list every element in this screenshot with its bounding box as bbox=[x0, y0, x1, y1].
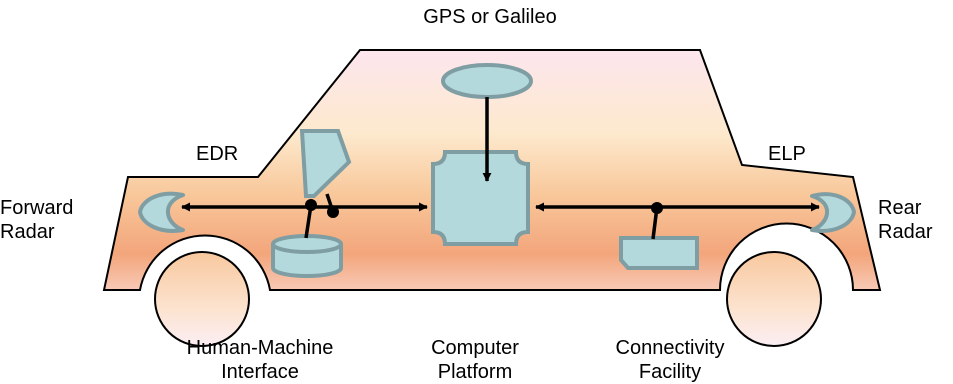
forward-radar-line-1: Forward bbox=[0, 197, 74, 219]
rear-radar-line-2: Radar bbox=[878, 221, 933, 243]
rear-radar-label: Rear Radar bbox=[878, 196, 953, 244]
computer-line-2: Platform bbox=[437, 361, 513, 383]
gps-antenna-icon bbox=[441, 63, 533, 99]
computer-line-1: Computer bbox=[431, 337, 519, 359]
hmi-line-1: Human-Machine bbox=[186, 337, 334, 359]
gps-label: GPS or Galileo bbox=[423, 6, 557, 28]
forward-radar-icon bbox=[138, 191, 185, 233]
connectivity-device-icon bbox=[619, 236, 699, 270]
edr-recorder-shape bbox=[299, 129, 352, 198]
edr-label: EDR bbox=[196, 143, 239, 165]
forward-radar-line-2: Radar bbox=[0, 221, 55, 243]
connectivity-junction-dot bbox=[651, 202, 663, 214]
hmi-line-2: Interface bbox=[221, 361, 299, 383]
forward-radar-label: Forward Radar bbox=[0, 196, 100, 244]
hmi-junction-dot bbox=[305, 199, 317, 211]
computer-platform-label: Computer Platform bbox=[410, 336, 540, 384]
connectivity-line-1: Connectivity bbox=[615, 337, 725, 359]
rear-radar-icon bbox=[810, 192, 856, 233]
elp-label: ELP bbox=[768, 143, 806, 165]
rear-wheel bbox=[726, 251, 822, 347]
connectivity-line-2: Facility bbox=[638, 361, 702, 383]
rear-radar-line-1: Rear bbox=[878, 197, 922, 219]
computer-platform-box bbox=[431, 150, 530, 246]
hmi-cylinder-icon bbox=[271, 234, 343, 278]
connectivity-facility-label: Connectivity Facility bbox=[600, 336, 740, 384]
hmi-label: Human-Machine Interface bbox=[170, 336, 350, 384]
front-wheel bbox=[154, 251, 250, 347]
edr-junction-dot bbox=[327, 206, 339, 218]
